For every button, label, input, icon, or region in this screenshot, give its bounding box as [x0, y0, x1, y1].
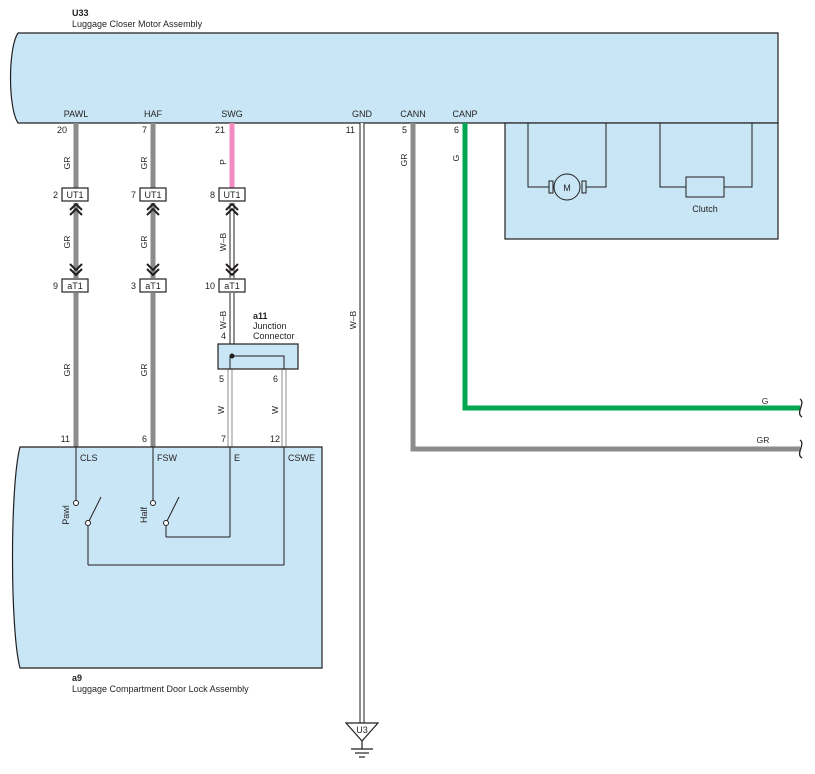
wc-haf-3: GR: [139, 364, 149, 377]
pin-pawl: PAWL: [64, 109, 89, 119]
pin-num-swg: 21: [215, 125, 225, 135]
at1-pin-haf: 3: [131, 281, 136, 291]
wc-pawl-1: GR: [62, 157, 72, 170]
a9-pin-num-cswe: 12: [270, 434, 280, 444]
a9-pin-cswe: CSWE: [288, 453, 315, 463]
switch-half-label: Half: [139, 507, 149, 524]
wc-swg-wb-1: W–B: [218, 232, 228, 251]
motor-symbol: M: [563, 183, 571, 193]
u33-name: Luggage Closer Motor Assembly: [72, 19, 203, 29]
a9-body: [11, 446, 323, 669]
clutch-circuit: [659, 123, 753, 198]
ut1-connector-swg: [218, 187, 246, 216]
wire-cann: [410, 123, 800, 452]
at1-label-pawl: aT1: [67, 281, 83, 291]
a9-pin-num-fsw: 6: [142, 434, 147, 444]
at1-connector-swg: [218, 263, 246, 293]
u33-motor-clutch-box: [504, 122, 779, 240]
wc-gnd: W–B: [348, 310, 358, 329]
u33-body: [9, 32, 779, 124]
at1-label-swg: aT1: [224, 281, 240, 291]
wc-pawl-2: GR: [62, 236, 72, 249]
pin-canp: CANP: [452, 109, 477, 119]
wc-cann: GR: [399, 154, 409, 167]
a11-junction-box: [217, 343, 299, 370]
break-gr: [798, 439, 803, 459]
wc-gr-right: GR: [757, 435, 770, 445]
ut1-connector-pawl: [61, 187, 89, 216]
pin-num-pawl: 20: [57, 125, 67, 135]
ut1-pin-haf: 7: [131, 190, 136, 200]
motor-circuit: [527, 123, 607, 201]
pin-gnd: GND: [352, 109, 373, 119]
pin-haf: HAF: [144, 109, 163, 119]
clutch-label: Clutch: [692, 204, 718, 214]
pin-swg: SWG: [221, 109, 243, 119]
wc-w-6: W: [270, 406, 280, 414]
a9-pin-cls: CLS: [80, 453, 98, 463]
wc-haf-1: GR: [139, 157, 149, 170]
a9-name: Luggage Compartment Door Lock Assembly: [72, 684, 249, 694]
pin-num-haf: 7: [142, 125, 147, 135]
pin-num-gnd: 11: [346, 125, 355, 135]
at1-pin-pawl: 9: [53, 281, 58, 291]
ut1-label-haf: UT1: [144, 190, 161, 200]
a9-internal-circuit: [73, 447, 285, 566]
a9-pin-num-cls: 11: [61, 434, 70, 444]
a11-pin-5: 5: [219, 374, 224, 384]
ut1-label-swg: UT1: [223, 190, 240, 200]
pin-num-canp: 6: [454, 125, 459, 135]
wc-haf-2: GR: [139, 236, 149, 249]
wc-g-right: G: [762, 396, 769, 406]
a11-name-1: Junction: [253, 321, 287, 331]
ground-label: U3: [356, 725, 368, 735]
pin-cann: CANN: [400, 109, 426, 119]
ut1-pin-swg: 8: [210, 190, 215, 200]
at1-connector-haf: [139, 263, 167, 293]
a9-pin-num-e: 7: [221, 434, 226, 444]
wc-canp: G: [451, 155, 461, 162]
ut1-label-pawl: UT1: [66, 190, 83, 200]
a11-code: a11: [253, 311, 268, 321]
wc-w-5: W: [216, 406, 226, 414]
a9-pin-e: E: [234, 453, 240, 463]
a11-name-2: Connector: [253, 331, 295, 341]
pin-num-cann: 5: [402, 125, 407, 135]
a11-pin-6: 6: [273, 374, 278, 384]
ut1-pin-pawl: 2: [53, 190, 58, 200]
ut1-connector-haf: [139, 187, 167, 216]
wc-swg-p: P: [218, 159, 228, 165]
ground-symbol: [344, 722, 380, 758]
wc-swg-wb-2: W–B: [218, 310, 228, 329]
at1-pin-swg: 10: [205, 281, 215, 291]
a9-code: a9: [72, 673, 82, 683]
break-g: [798, 398, 803, 418]
wire-canp: [462, 123, 800, 411]
at1-connector-pawl: [61, 263, 89, 293]
wc-pawl-3: GR: [62, 364, 72, 377]
a11-pin-4: 4: [221, 331, 226, 341]
switch-pawl-label: Pawl: [61, 505, 71, 525]
at1-label-haf: aT1: [145, 281, 161, 291]
u33-code: U33: [72, 8, 89, 18]
a9-pin-fsw: FSW: [157, 453, 178, 463]
